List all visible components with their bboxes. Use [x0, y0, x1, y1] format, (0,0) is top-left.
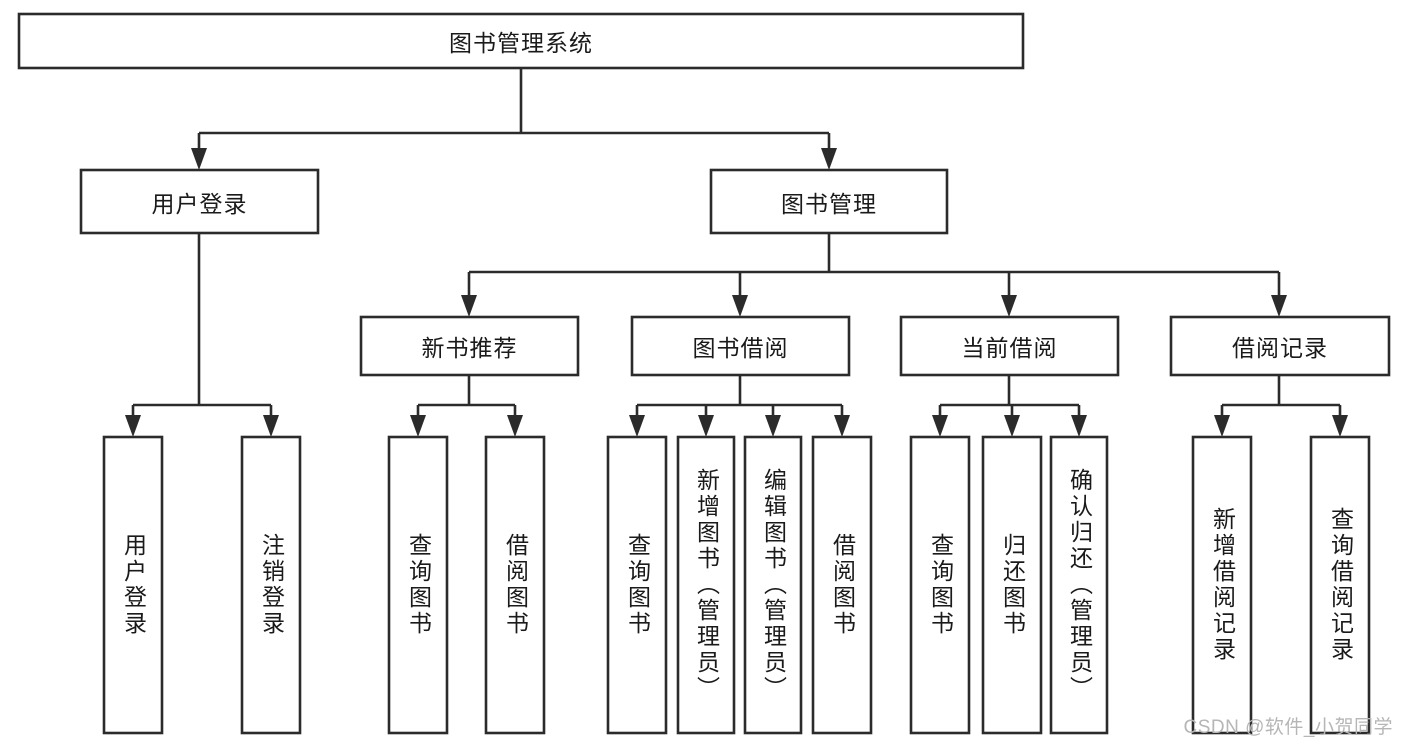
node-leaf-查询图书-1-0-0[interactable] — [387, 435, 449, 735]
arrow-head-icon — [1214, 415, 1230, 437]
node-level3-当前借阅-1-2[interactable] — [899, 315, 1120, 377]
arrow-head-icon — [629, 415, 645, 437]
arrow-head-icon — [698, 415, 714, 437]
node-leaf-查询图书-1-2-0[interactable] — [909, 435, 971, 735]
arrow-head-icon — [263, 415, 279, 437]
arrow-head-icon — [834, 415, 850, 437]
node-leaf-归还图书-1-2-1[interactable] — [981, 435, 1043, 735]
node-level2-用户登录[interactable] — [79, 168, 320, 235]
node-leaf-新增图书管理员-1-1-1[interactable] — [676, 435, 736, 735]
arrow-head-icon — [461, 295, 477, 317]
arrow-head-icon — [191, 148, 207, 170]
boxes-layer — [17, 12, 1391, 735]
node-leaf-借阅图书-1-1-3[interactable] — [811, 435, 873, 735]
node-leaf-借阅图书-1-0-1[interactable] — [484, 435, 546, 735]
arrow-head-icon — [732, 295, 748, 317]
node-leaf-查询图书-1-1-0[interactable] — [606, 435, 668, 735]
edges-layer — [125, 68, 1348, 437]
arrow-head-icon — [821, 148, 837, 170]
node-level3-用户登录-0-0[interactable] — [102, 435, 164, 735]
node-图书管理系统-root[interactable] — [17, 12, 1025, 70]
arrow-head-icon — [765, 415, 781, 437]
arrow-head-icon — [1332, 415, 1348, 437]
arrow-head-icon — [932, 415, 948, 437]
node-leaf-确认归还管理员-1-2-2[interactable] — [1049, 435, 1109, 735]
node-leaf-编辑图书管理员-1-1-2[interactable] — [743, 435, 803, 735]
arrow-head-icon — [1001, 295, 1017, 317]
arrow-head-icon — [125, 415, 141, 437]
node-level3-借阅记录-1-3[interactable] — [1169, 315, 1391, 377]
arrow-head-icon — [1271, 295, 1287, 317]
node-leaf-新增借阅记录-1-3-0[interactable] — [1191, 435, 1253, 735]
node-level3-新书推荐-1-0[interactable] — [359, 315, 580, 377]
arrow-head-icon — [410, 415, 426, 437]
node-level3-注销登录-0-1[interactable] — [240, 435, 302, 735]
arrow-head-icon — [507, 415, 523, 437]
node-leaf-查询借阅记录-1-3-1[interactable] — [1309, 435, 1371, 735]
node-level3-图书借阅-1-1[interactable] — [630, 315, 851, 377]
arrow-head-icon — [1004, 415, 1020, 437]
arrow-head-icon — [1071, 415, 1087, 437]
node-level2-图书管理[interactable] — [709, 168, 949, 235]
